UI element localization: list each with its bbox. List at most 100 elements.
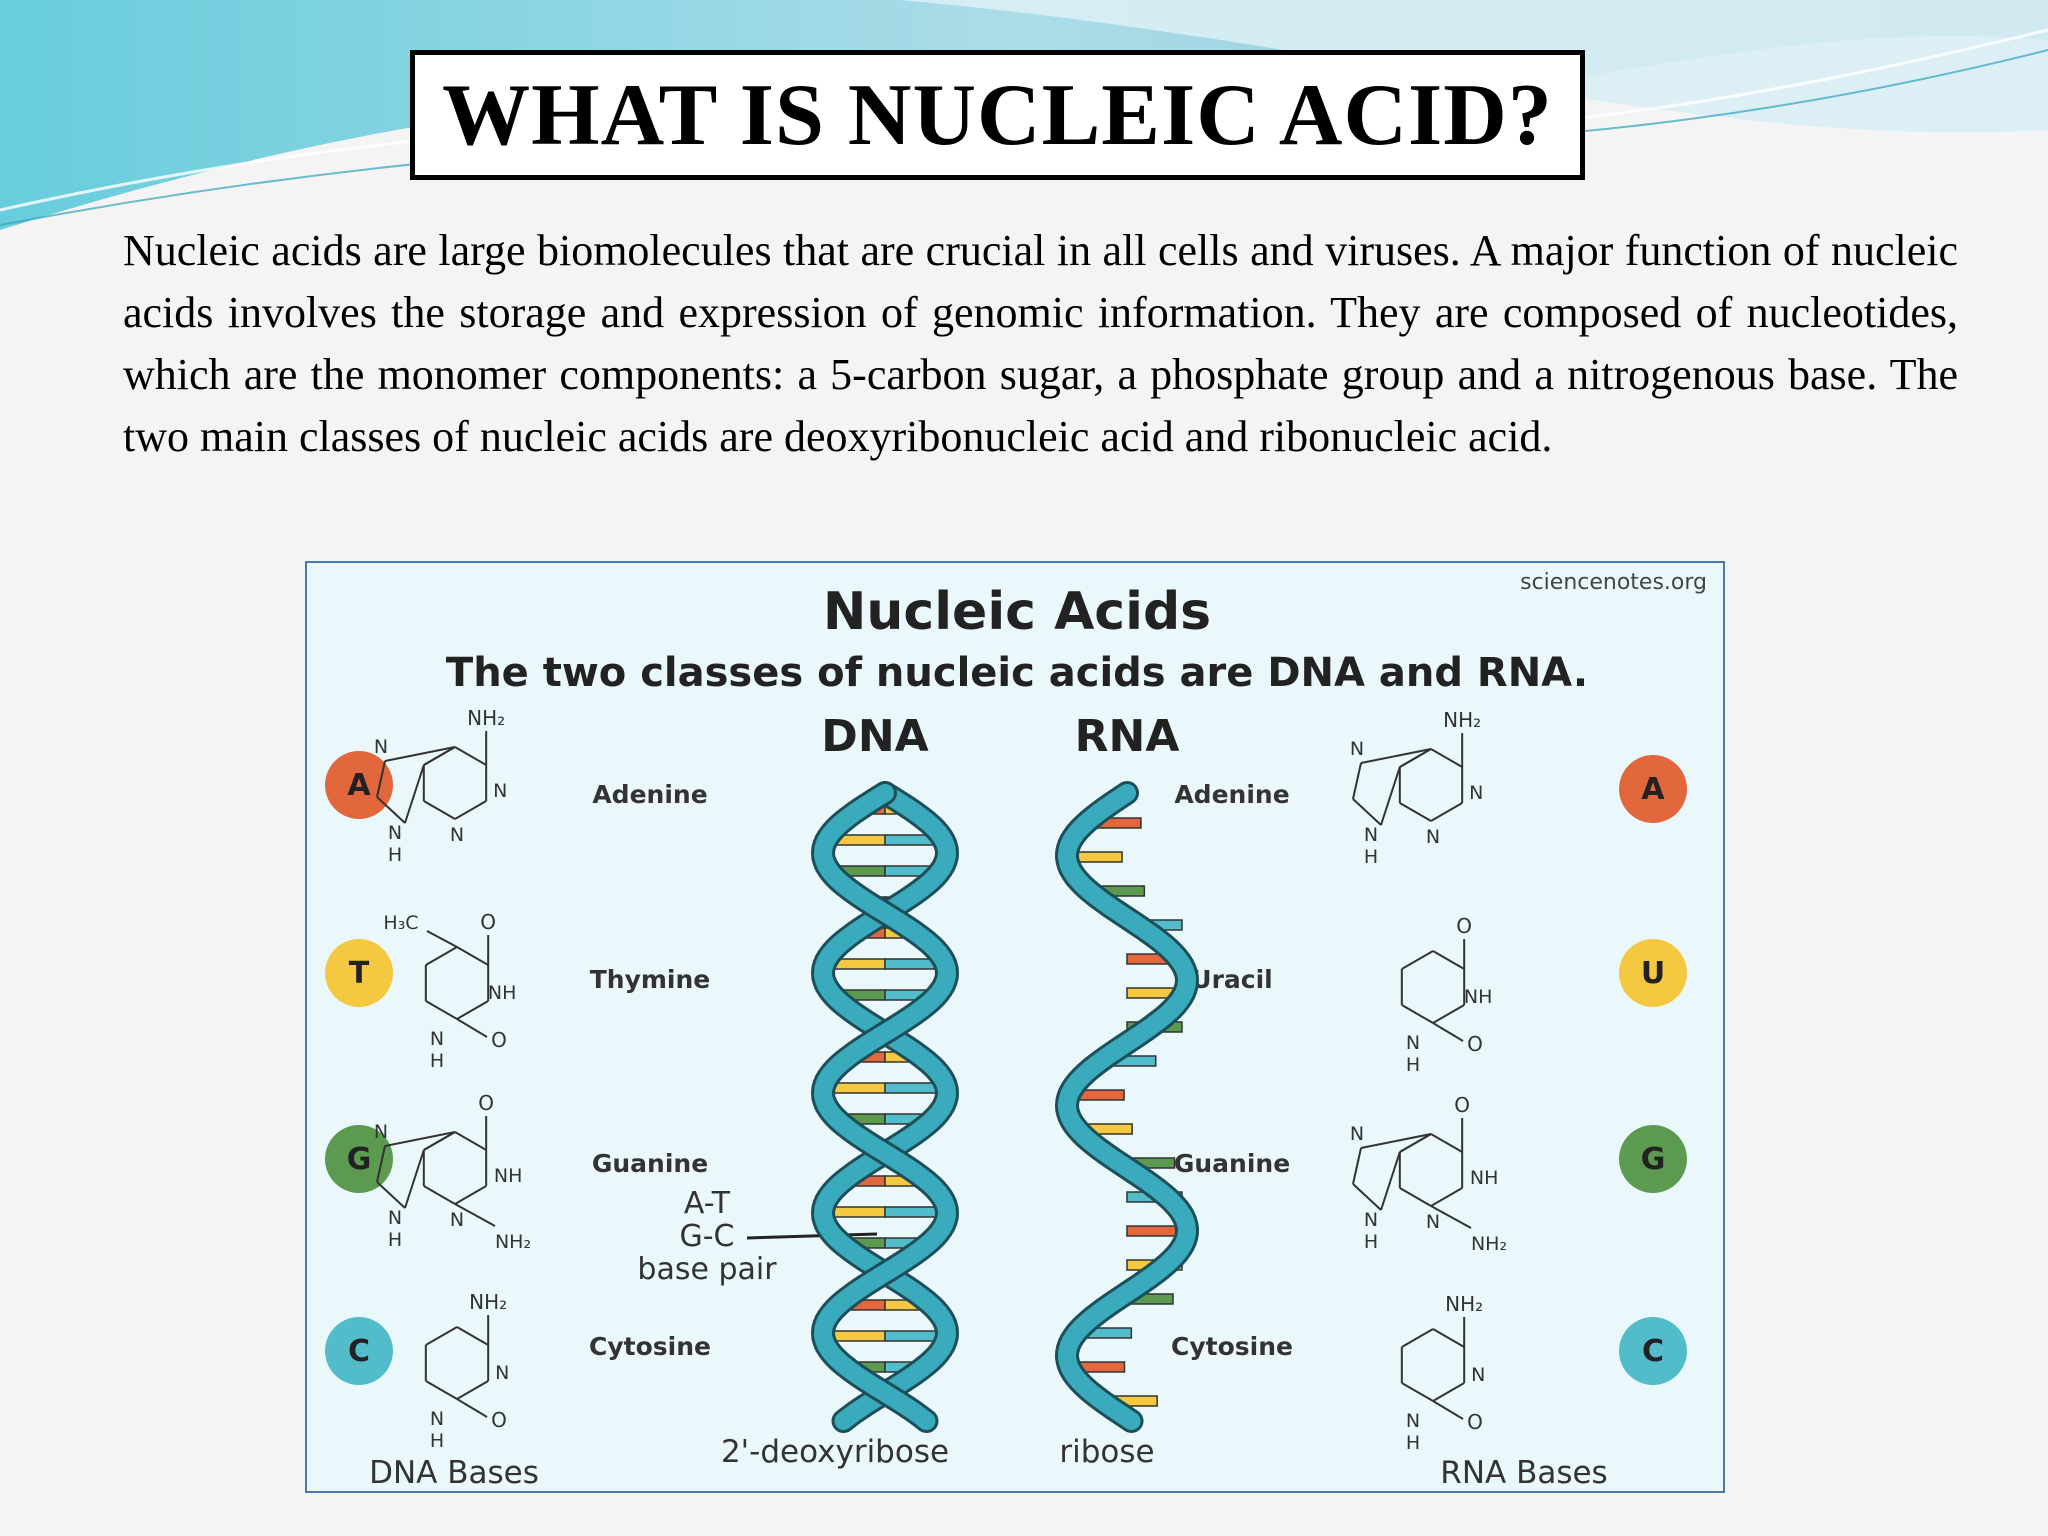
bond-line [404, 1149, 425, 1209]
atom-label: NH [494, 1165, 522, 1187]
dna-base-a-letter: A [347, 768, 371, 803]
atom-label: N [493, 780, 507, 802]
bond-line [1399, 802, 1432, 822]
dna-strand-1 [813, 784, 957, 1430]
pair-a-t: A-T [684, 1186, 731, 1221]
dna-double-helix [810, 781, 960, 1433]
atom-label: NH₂ [467, 706, 505, 730]
atom-label: NH [1464, 986, 1493, 1008]
atom-label: N [374, 736, 388, 758]
bond-line [1430, 1187, 1463, 1207]
dna-base-circles: A T G C [325, 751, 393, 1385]
rna-base-a-letter: A [1641, 772, 1665, 807]
bond-line [376, 1145, 386, 1183]
atom-label: N [1426, 1211, 1440, 1233]
rna-label-uracil: Uracil [1191, 965, 1272, 994]
atom-label: H [430, 1430, 444, 1452]
atom-label: H [388, 844, 402, 866]
bond-line [1432, 1382, 1465, 1402]
bond-line [1360, 1133, 1432, 1149]
bond-line [376, 1181, 406, 1209]
bond-line [1352, 762, 1362, 800]
dna-label-adenine: Adenine [592, 780, 707, 809]
atom-label: O [480, 910, 496, 934]
dna-label-cytosine: Cytosine [589, 1332, 711, 1361]
bond-line [1432, 1328, 1465, 1348]
atom-label: N [1350, 1123, 1364, 1145]
dna-base-g-letter: G [347, 1142, 372, 1177]
atom-label: O [478, 1091, 494, 1115]
rna-base-rung [1126, 1225, 1183, 1237]
bond-line [1401, 1004, 1434, 1024]
figure-subtitle: The two classes of nucleic acids are DNA… [446, 650, 1588, 696]
atom-label: N [1471, 1364, 1485, 1386]
bond-line [454, 1203, 496, 1227]
bond-line [1432, 1004, 1465, 1024]
bond-line [454, 1185, 487, 1205]
rna-bases-caption: RNA Bases [1440, 1455, 1607, 1491]
atom-label: H [1364, 1231, 1378, 1253]
dna-base-a-circle [325, 751, 393, 819]
bond-line [1432, 1400, 1464, 1420]
rna-label: RNA [1075, 711, 1180, 762]
bond-line [425, 946, 458, 966]
atom-label: N [1350, 738, 1364, 760]
dna-strand-2 [813, 784, 957, 1430]
bond-line [456, 1380, 489, 1400]
bond-line [423, 746, 456, 766]
bond-line [1399, 1187, 1432, 1207]
bond-line [1380, 1151, 1401, 1211]
atom-label: O [1456, 914, 1472, 938]
bond-line [1430, 1205, 1472, 1229]
rna-base-g-circle [1619, 1125, 1687, 1193]
dna-label-thymine: Thymine [590, 965, 711, 994]
atom-label: N [450, 1209, 464, 1231]
bond-line [1432, 1022, 1464, 1042]
atom-label: NH₂ [495, 1231, 531, 1253]
bond-line [404, 764, 425, 824]
atom-label: N [430, 1028, 444, 1050]
pair-g-c: G-C [679, 1219, 734, 1254]
figure-svg: sciencenotes.org Nucleic Acids The two c… [325, 570, 1707, 1491]
rna-sugar-caption: ribose [1059, 1434, 1154, 1470]
bond-line [456, 946, 489, 966]
rna-base-g-letter: G [1641, 1142, 1666, 1177]
atom-label: N [388, 1207, 402, 1229]
atom-label: H [388, 1229, 402, 1251]
atom-label: N [1426, 826, 1440, 848]
bond-line [1401, 1328, 1434, 1348]
atom-label: O [1454, 1093, 1470, 1117]
bond-line [454, 1131, 487, 1151]
bond-line [456, 1398, 488, 1418]
rna-base-a-circle [1619, 755, 1687, 823]
atom-label: NH [488, 982, 516, 1004]
atom-label: N [450, 824, 464, 846]
atom-label: N [1406, 1032, 1420, 1054]
bond-line [376, 796, 406, 824]
bond-line [425, 1326, 458, 1346]
atom-label: H [1406, 1054, 1420, 1076]
dna-base-t-circle [325, 939, 393, 1007]
slide-paragraph: Nucleic acids are large biomolecules tha… [123, 226, 1958, 461]
pair-base-pair: base pair [637, 1252, 777, 1287]
bond-line [1380, 766, 1401, 826]
bond-line [423, 1185, 456, 1205]
atom-label: NH₂ [469, 1290, 507, 1314]
atom-label: O [1467, 1032, 1483, 1056]
rna-base-circles: A U G C [1619, 755, 1687, 1385]
rna-label-cytosine: Cytosine [1171, 1332, 1293, 1361]
bond-line [1352, 1183, 1382, 1211]
atom-label: H₃C [383, 912, 418, 934]
bond-line [1430, 748, 1463, 768]
dna-sugar-caption: 2'-deoxyribose [721, 1434, 949, 1470]
bond-line [456, 1326, 489, 1346]
dna-base-c-letter: C [348, 1334, 370, 1369]
atom-label: N [1364, 824, 1378, 846]
atom-label: N [1364, 1209, 1378, 1231]
bond-line [454, 800, 487, 820]
